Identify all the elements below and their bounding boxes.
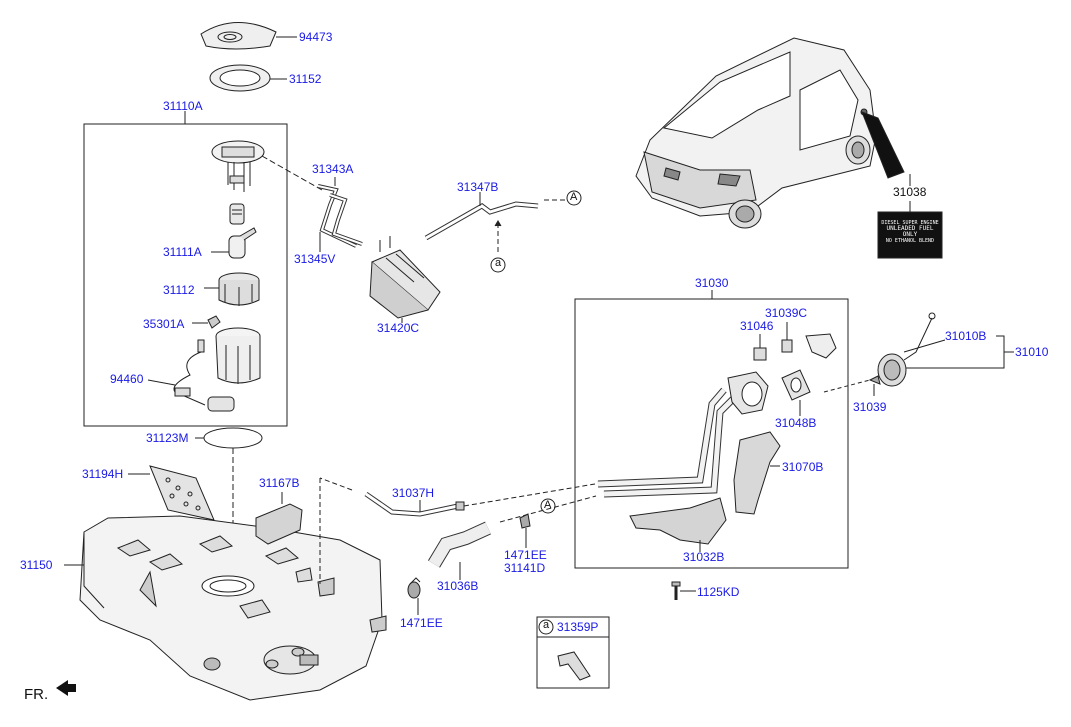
pump-cover-part <box>200 22 297 50</box>
label-31039[interactable]: 31039 <box>853 400 887 414</box>
label-31111A[interactable]: 31111A <box>163 245 202 259</box>
label-31010B[interactable]: 31010B <box>945 329 987 343</box>
warning-line-2: UNLEADED FUEL ONLY <box>886 225 934 238</box>
label-31048B[interactable]: 31048B <box>775 416 817 430</box>
label-31141D[interactable]: 31141D <box>504 561 546 575</box>
label-94460[interactable]: 94460 <box>110 372 144 386</box>
bolt-part <box>671 581 696 600</box>
warning-line-1: DIESEL SUPER ENGINE <box>881 220 939 226</box>
label-1471EE-lower[interactable]: 1471EE <box>400 616 443 630</box>
label-31070B[interactable]: 31070B <box>782 460 824 474</box>
vehicle-illustration <box>635 37 911 229</box>
pump-flange-part <box>211 140 265 192</box>
check-valve-part <box>192 315 221 329</box>
label-31112[interactable]: 31112 <box>163 283 195 297</box>
label-31343A[interactable]: 31343A <box>312 162 354 176</box>
label-31347B[interactable]: 31347B <box>457 180 499 194</box>
label-31110A[interactable]: 31110A <box>163 99 203 113</box>
lock-ring-part <box>209 64 287 92</box>
fuel-cap-part <box>711 290 1014 396</box>
label-31036B[interactable]: 31036B <box>437 579 479 593</box>
label-31152[interactable]: 31152 <box>289 72 322 86</box>
label-31032B[interactable]: 31032B <box>683 550 725 564</box>
filler-neck-part <box>597 322 837 498</box>
vent-hose-lower-part <box>319 477 596 584</box>
pump-valve-part <box>229 203 245 225</box>
filler-hose-part <box>427 521 491 580</box>
hose-clamp-lower-part <box>407 577 421 615</box>
warning-label-text: DIESEL SUPER ENGINE UNLEADED FUEL ONLY N… <box>880 220 940 244</box>
filler-bracket-part <box>629 497 727 552</box>
reservoir-sender-part <box>147 327 261 412</box>
label-31030[interactable]: 31030 <box>695 276 729 290</box>
label-31167B[interactable]: 31167B <box>259 476 300 490</box>
ref-A-lower: A <box>544 499 552 511</box>
warning-line-3: NO ETHANOL BLEND <box>885 238 935 244</box>
label-31345V[interactable]: 31345V <box>294 252 336 266</box>
clip-detail-box <box>536 616 610 689</box>
label-31194H[interactable]: 31194H <box>82 467 124 481</box>
front-marker: FR. <box>24 686 49 703</box>
label-31359P[interactable]: 31359P <box>557 620 599 634</box>
clip-part <box>538 619 591 681</box>
hose-clamp-part <box>499 495 597 548</box>
fuel-pump-part <box>204 272 260 306</box>
ref-A-upper: A <box>570 191 578 203</box>
regulator-part <box>211 227 257 259</box>
tank-protector-part <box>255 492 303 545</box>
filler-gasket-part <box>781 369 811 416</box>
o-ring-part <box>203 427 263 449</box>
label-31123M[interactable]: 31123M <box>146 431 189 445</box>
label-35301A[interactable]: 35301A <box>143 317 185 331</box>
canister-part <box>369 236 441 323</box>
ref-a-lower: a <box>543 619 550 631</box>
fuel-warning-label-part <box>877 211 943 259</box>
vent-hose-part <box>424 192 565 255</box>
ref-a-upper: a <box>495 257 502 269</box>
filler-guard-part <box>733 431 781 515</box>
label-31039C[interactable]: 31039C <box>765 306 808 320</box>
label-31037H[interactable]: 31037H <box>392 486 435 500</box>
label-31046[interactable]: 31046 <box>740 319 774 333</box>
label-31010[interactable]: 31010 <box>1015 345 1049 359</box>
label-1471EE-upper[interactable]: 1471EE <box>504 548 547 562</box>
label-31420C[interactable]: 31420C <box>377 321 420 335</box>
label-31038[interactable]: 31038 <box>893 185 927 199</box>
front-arrow-icon <box>56 680 76 696</box>
vapor-tube-part <box>317 177 363 252</box>
label-94473[interactable]: 94473 <box>299 30 333 44</box>
heat-protector-part <box>128 465 215 521</box>
fuel-tank-part <box>64 515 387 701</box>
label-31150[interactable]: 31150 <box>20 558 53 572</box>
label-1125KD[interactable]: 1125KD <box>697 585 740 599</box>
